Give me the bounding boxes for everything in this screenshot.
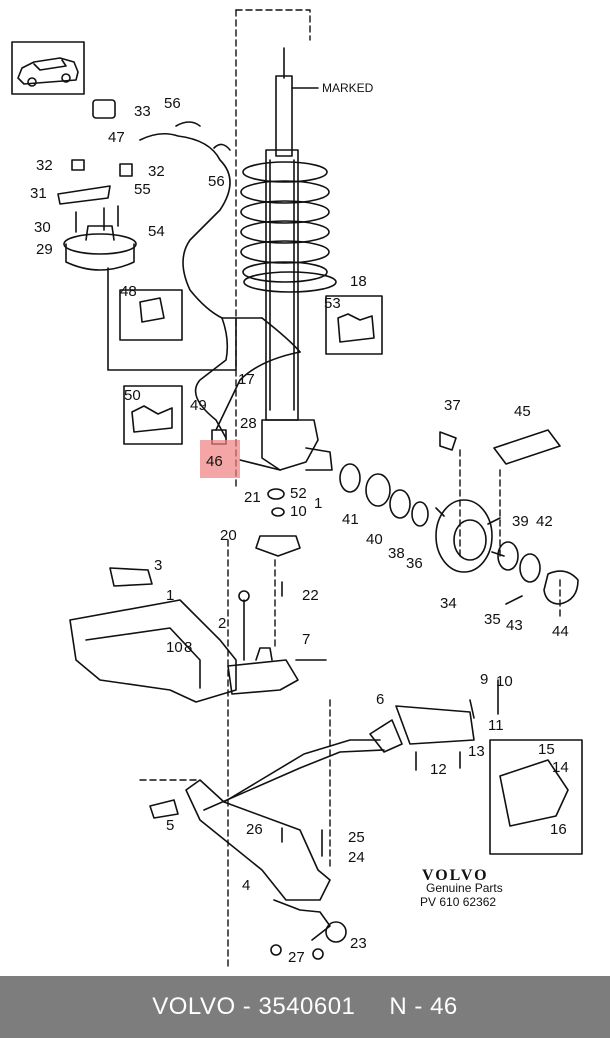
callout-14: 14 <box>552 759 569 776</box>
callout-30: 30 <box>34 219 51 236</box>
callout-26: 26 <box>246 821 263 838</box>
highlight-box <box>200 440 240 478</box>
callout-52: 52 <box>290 485 307 502</box>
footer-part-number: VOLVO - 3540601 <box>152 993 356 1020</box>
callout-16: 16 <box>550 821 567 838</box>
callout-24: 24 <box>348 849 365 866</box>
callout-29: 29 <box>36 241 53 258</box>
callout-31: 31 <box>30 185 47 202</box>
callout-41: 41 <box>342 511 359 528</box>
callout-6: 6 <box>376 691 384 708</box>
callout-21: 21 <box>244 489 261 506</box>
callout-15: 15 <box>538 741 555 758</box>
callout-18: 18 <box>350 273 367 290</box>
genuine-parts-label: Genuine Parts <box>426 881 503 895</box>
callout-10-right: 10 <box>496 673 513 690</box>
callout-7: 7 <box>302 631 310 648</box>
sensor-cable <box>139 121 301 439</box>
car-thumbnail <box>11 41 85 95</box>
callout-27: 27 <box>288 949 305 966</box>
callout-17: 17 <box>238 371 255 388</box>
steering-knuckle <box>211 419 333 471</box>
coil-spring <box>240 161 337 293</box>
inset-box-48 <box>119 289 183 341</box>
strut-shock-absorber <box>265 47 319 421</box>
callout-10-top: 10 <box>290 503 307 520</box>
hub-bearing-parts <box>339 429 579 605</box>
callout-46: 46 <box>206 453 223 470</box>
callout-labels: 33 56 47 32 32 56 31 55 30 54 29 18 48 5… <box>30 95 569 966</box>
callout-42: 42 <box>536 513 553 530</box>
callout-53: 53 <box>324 295 341 312</box>
callout-28: 28 <box>240 415 257 432</box>
callout-50: 50 <box>124 387 141 404</box>
callout-40: 40 <box>366 531 383 548</box>
callout-4: 4 <box>242 877 250 894</box>
callout-48: 48 <box>120 283 137 300</box>
footer-reference: N - 46 <box>389 993 458 1020</box>
footer-bar: VOLVO - 3540601 N - 46 <box>0 976 610 1038</box>
volvo-brand-block: VOLVO Genuine Parts PV 610 62362 <box>420 867 503 909</box>
callout-22: 22 <box>302 587 319 604</box>
callout-2: 2 <box>218 615 226 632</box>
callout-43: 43 <box>506 617 523 634</box>
top-mount-parts <box>57 99 237 371</box>
callout-39: 39 <box>512 513 529 530</box>
lower-strut-mount <box>255 488 301 597</box>
callout-56: 56 <box>208 173 225 190</box>
callout-45: 45 <box>514 403 531 420</box>
callout-32-left: 32 <box>36 157 53 174</box>
callout-11: 11 <box>488 717 504 734</box>
dashed-guide-lines <box>139 9 561 971</box>
callout-23: 23 <box>350 935 367 952</box>
callout-1-top: 1 <box>314 495 322 512</box>
callout-9: 9 <box>480 671 488 688</box>
callout-35: 35 <box>484 611 501 628</box>
callout-55: 55 <box>134 181 151 198</box>
pv-number-label: PV 610 62362 <box>420 895 496 909</box>
callout-5: 5 <box>166 817 174 834</box>
callout-8: 8 <box>184 639 192 656</box>
callout-34: 34 <box>440 595 457 612</box>
inset-box-53 <box>325 295 383 355</box>
callout-36: 36 <box>406 555 423 572</box>
parts-diagram: 33 56 47 32 32 56 31 55 30 54 29 18 48 5… <box>11 9 583 971</box>
callout-49: 49 <box>190 397 207 414</box>
callout-10-mid: 10 <box>166 639 183 656</box>
inset-box-50 <box>123 385 183 445</box>
callout-12: 12 <box>430 761 447 778</box>
callout-37: 37 <box>444 397 461 414</box>
callout-3: 3 <box>154 557 162 574</box>
lower-control-arm <box>149 705 475 960</box>
callout-47: 47 <box>108 129 125 146</box>
callout-25: 25 <box>348 829 365 846</box>
callout-44: 44 <box>552 623 569 640</box>
callout-32-right: 32 <box>148 163 165 180</box>
inset-box-14 <box>489 739 583 855</box>
callout-20: 20 <box>220 527 237 544</box>
callout-33: 33 <box>134 103 151 120</box>
marked-label: MARKED <box>322 81 374 95</box>
volvo-wordmark: VOLVO <box>422 867 489 884</box>
subframe <box>69 567 327 703</box>
callout-13: 13 <box>468 743 485 760</box>
callout-54: 54 <box>148 223 165 240</box>
callout-1-mid: 1 <box>166 587 174 604</box>
callout-38: 38 <box>388 545 405 562</box>
bolts <box>281 679 499 857</box>
callout-56: 56 <box>164 95 181 112</box>
